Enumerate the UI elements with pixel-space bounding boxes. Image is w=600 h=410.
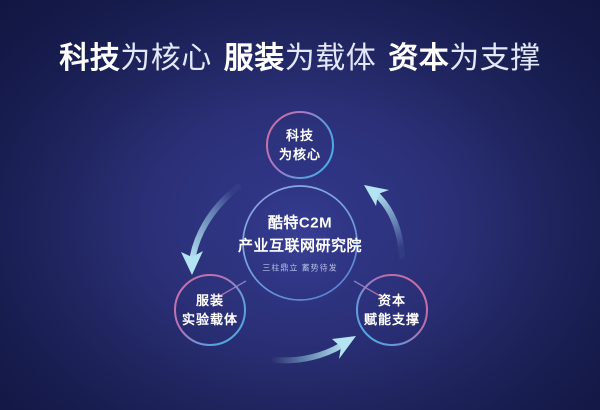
arrow-to-capital: [272, 336, 356, 364]
title-segment-4: 为载体: [284, 42, 377, 75]
title-segment-5: 资本: [388, 42, 450, 75]
node-circle-apparel[interactable]: [174, 274, 246, 346]
node-circle-capital[interactable]: [356, 274, 428, 346]
title-segment-2: 为核心: [120, 42, 212, 75]
page-title: 科技为核心服装为载体资本为支撑: [0, 40, 600, 78]
title-segment-1: 科技: [59, 42, 121, 75]
title-segment-6: 为支撑: [449, 42, 541, 75]
title-segment-3: 服装: [223, 42, 285, 75]
